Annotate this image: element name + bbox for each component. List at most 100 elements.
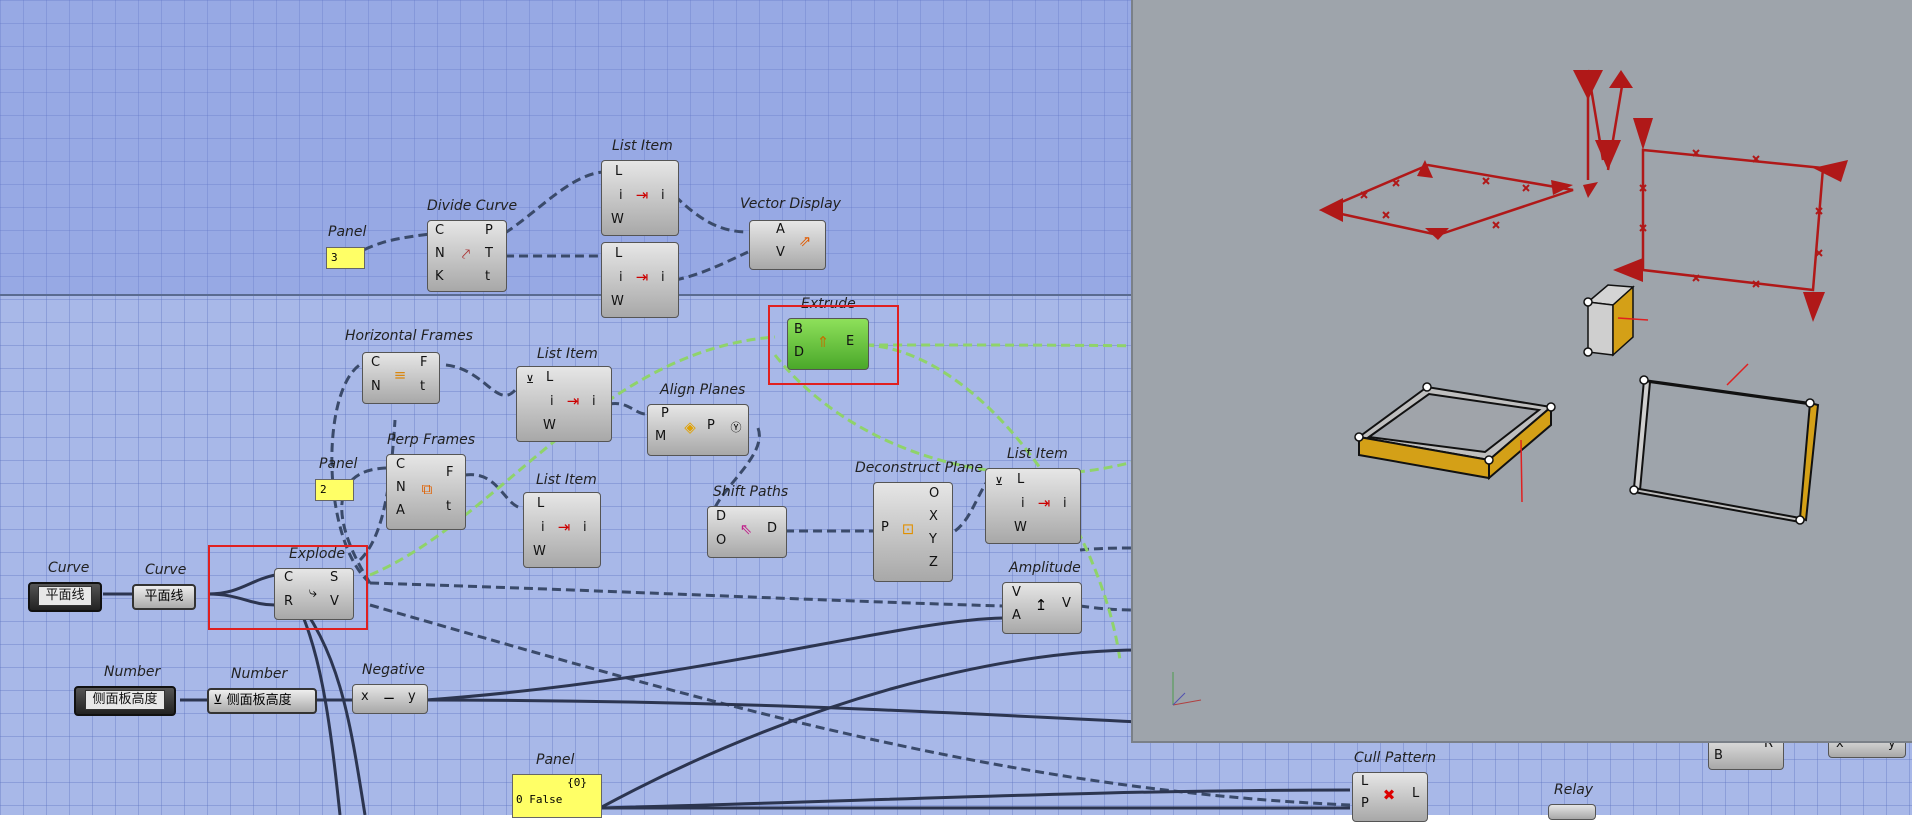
output-port[interactable]: t: [420, 379, 426, 394]
output-port[interactable]: y: [1888, 736, 1896, 751]
component-body[interactable]: [1352, 772, 1428, 822]
component-body[interactable]: [647, 404, 749, 456]
input-port[interactable]: i: [1021, 496, 1025, 511]
component-body[interactable]: [873, 482, 953, 582]
red-curve-left: [1318, 163, 1574, 237]
component-body[interactable]: [523, 492, 601, 568]
output-port[interactable]: R: [1764, 736, 1774, 751]
input-port[interactable]: i: [619, 188, 623, 203]
input-port[interactable]: M: [655, 429, 667, 444]
component-body[interactable]: [601, 242, 679, 318]
input-port[interactable]: L: [546, 370, 554, 385]
input-port[interactable]: R: [284, 594, 294, 609]
output-port[interactable]: V: [330, 594, 339, 609]
input-port[interactable]: D: [794, 345, 805, 360]
output-port[interactable]: y: [408, 689, 416, 704]
input-port[interactable]: C: [284, 570, 294, 585]
wire-explode-up: [358, 419, 397, 562]
component-body[interactable]: [601, 160, 679, 236]
input-port[interactable]: A: [1012, 608, 1021, 623]
component-body[interactable]: [427, 220, 507, 292]
output-port[interactable]: Z: [929, 555, 938, 570]
input-port[interactable]: N: [396, 480, 406, 495]
input-port[interactable]: L: [615, 164, 623, 179]
output-port[interactable]: i: [583, 520, 587, 535]
output-port[interactable]: Y: [929, 532, 937, 547]
output-port[interactable]: V: [1062, 596, 1071, 611]
input-port[interactable]: V: [1012, 585, 1021, 600]
input-port[interactable]: x: [1836, 736, 1844, 751]
input-port[interactable]: W: [1014, 520, 1027, 535]
component-body[interactable]: [1002, 582, 1082, 634]
component-body[interactable]: [274, 568, 354, 620]
input-port[interactable]: i: [541, 520, 545, 535]
input-port[interactable]: A: [776, 222, 785, 237]
output-port[interactable]: X: [929, 509, 938, 524]
param-body[interactable]: 平面线: [28, 582, 102, 612]
input-port[interactable]: N: [371, 379, 381, 394]
component-body[interactable]: [787, 318, 869, 370]
component-body[interactable]: [707, 506, 787, 558]
panel-value[interactable]: 2: [315, 479, 354, 501]
input-port[interactable]: V: [776, 245, 785, 260]
input-port[interactable]: D: [716, 509, 727, 524]
input-port[interactable]: W: [611, 294, 624, 309]
input-port[interactable]: N: [435, 246, 445, 261]
input-port[interactable]: P: [881, 520, 889, 535]
output-port[interactable]: P: [707, 418, 715, 433]
input-port[interactable]: L: [537, 496, 545, 511]
output-port[interactable]: L: [1412, 786, 1420, 801]
input-port[interactable]: A: [396, 503, 405, 518]
param-body[interactable]: ⊻ 侧面板高度: [207, 688, 317, 714]
output-port[interactable]: T: [485, 246, 493, 261]
output-port[interactable]: S: [330, 570, 339, 585]
input-port[interactable]: W: [543, 418, 556, 433]
output-port[interactable]: F: [420, 355, 428, 370]
param-body[interactable]: 平面线: [132, 584, 196, 610]
input-port[interactable]: B: [1714, 748, 1723, 763]
output-port[interactable]: i: [661, 188, 665, 203]
input-port[interactable]: O: [716, 533, 727, 548]
input-port[interactable]: C: [371, 355, 381, 370]
panel-value[interactable]: 3: [326, 247, 365, 269]
panel-body[interactable]: {0} 0 False: [512, 774, 602, 818]
output-port[interactable]: P: [485, 223, 493, 238]
component-group[interactable]: [0, 0, 1140, 296]
dashed-wires: [330, 170, 1351, 807]
output-port[interactable]: E: [846, 334, 855, 349]
output-port[interactable]: t: [485, 269, 491, 284]
component-body[interactable]: [386, 454, 466, 530]
component-body[interactable]: [985, 468, 1081, 544]
param-body[interactable]: 侧面板高度: [74, 686, 176, 716]
input-port[interactable]: W: [533, 544, 546, 559]
input-port[interactable]: L: [1017, 472, 1025, 487]
input-port[interactable]: L: [1361, 774, 1369, 789]
vector-display-icon: ⇗: [798, 232, 812, 250]
component-body[interactable]: [1548, 804, 1596, 820]
output-port[interactable]: i: [1063, 496, 1067, 511]
output-port[interactable]: F: [446, 465, 454, 480]
input-port[interactable]: i: [550, 394, 554, 409]
output-port[interactable]: D: [767, 521, 778, 536]
component-body[interactable]: [352, 684, 428, 714]
rhino-viewport[interactable]: [1131, 0, 1912, 743]
wire-negative-out: [425, 698, 1141, 724]
input-port[interactable]: C: [396, 457, 406, 472]
input-port[interactable]: P: [1361, 796, 1369, 811]
input-port[interactable]: L: [615, 246, 623, 261]
output-port[interactable]: i: [661, 270, 665, 285]
input-port[interactable]: W: [611, 212, 624, 227]
output-port[interactable]: t: [446, 499, 452, 514]
input-port[interactable]: K: [435, 269, 444, 284]
input-port[interactable]: B: [794, 322, 803, 337]
output-port[interactable]: O: [929, 486, 940, 501]
normal-arrow: [1617, 317, 1649, 321]
input-port[interactable]: x: [361, 689, 369, 704]
input-port[interactable]: i: [619, 270, 623, 285]
component-body[interactable]: [749, 220, 826, 270]
component-body[interactable]: [362, 352, 440, 404]
input-port[interactable]: P: [661, 406, 669, 421]
input-port[interactable]: C: [435, 223, 445, 238]
output-port[interactable]: i: [592, 394, 596, 409]
component-body[interactable]: [516, 366, 612, 442]
